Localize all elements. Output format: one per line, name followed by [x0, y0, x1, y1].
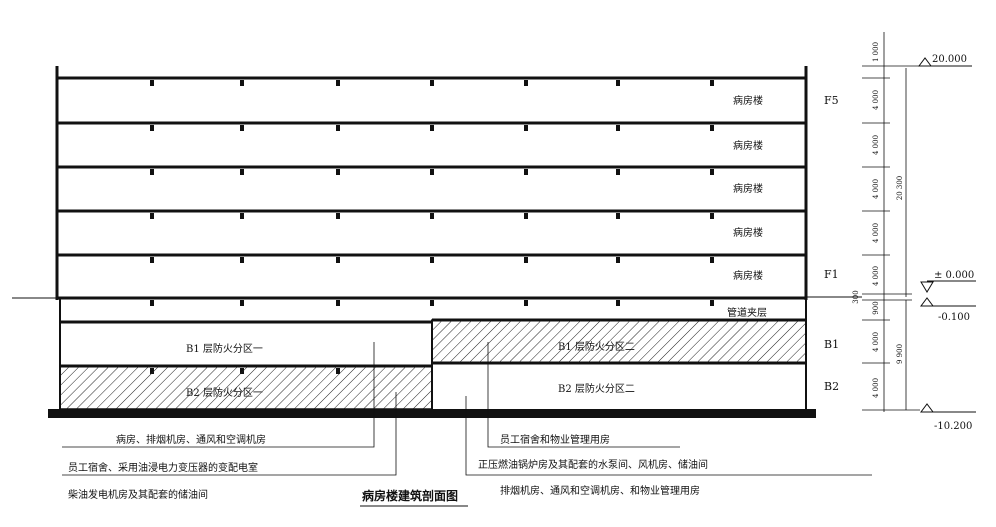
floor-tag-f1: F1	[824, 268, 839, 281]
ward-label-f5: 病房楼	[733, 94, 763, 107]
beam-tick-5	[616, 80, 620, 86]
foundation-slab	[48, 409, 816, 418]
floor-tag-b1: B1	[824, 338, 839, 351]
annotation-a2: 员工宿舍、采用油浸电力变压器的变配电室	[68, 461, 258, 474]
beam-tick-16	[336, 169, 340, 175]
elev-marker-pipe	[920, 297, 934, 307]
beam-tick-21	[150, 213, 154, 219]
beam-tick-25	[524, 213, 528, 219]
elev-pipe: -0.100	[938, 312, 970, 323]
beam-tick-14	[150, 169, 154, 175]
beam-tick-19	[616, 169, 620, 175]
floor-tag-b2: B2	[824, 380, 839, 393]
ward-label-f1: 病房楼	[733, 269, 763, 282]
dim-4000-f3: 4 000	[872, 179, 880, 199]
beam-tick-23	[336, 213, 340, 219]
b1-zone1-label: B1 层防火分区一	[186, 342, 263, 355]
beam-tick-27	[710, 213, 714, 219]
beam-tick-15	[240, 169, 244, 175]
dim-300: 300	[852, 290, 860, 303]
beam-tick-35	[150, 300, 154, 306]
beam-tick-38	[430, 300, 434, 306]
beam-tick-32	[524, 257, 528, 263]
b1-zone2-label: B1 层防火分区二	[558, 340, 635, 353]
leader-lines	[62, 342, 872, 476]
beam-tick-13	[710, 125, 714, 131]
beam-tick-7	[150, 125, 154, 131]
beam-tick-36	[240, 300, 244, 306]
dim-4000-f1: 4 000	[872, 266, 880, 286]
beam-tick-4	[524, 80, 528, 86]
dim-900: 900	[872, 301, 880, 314]
b1-zone2-hatch	[431, 319, 807, 364]
beam-tick-29	[240, 257, 244, 263]
leader-a4	[487, 342, 680, 448]
beam-tick-30	[336, 257, 340, 263]
leader-a1	[62, 342, 375, 448]
floor-tag-f5: F5	[824, 94, 839, 107]
beam-tick-3	[430, 80, 434, 86]
beam-tick-20	[710, 169, 714, 175]
elev-ground: ± 0.000	[934, 270, 974, 281]
drawing-title: 病房楼建筑剖面图	[362, 488, 458, 503]
dimension-chain	[862, 32, 920, 412]
annotation-a3: 柴油发电机房及其配套的储油间	[68, 488, 208, 501]
b2-zone2-label: B2 层防火分区二	[558, 382, 635, 395]
b2-zone1-label: B2 层防火分区一	[186, 386, 263, 399]
ward-label-f3: 病房楼	[733, 182, 763, 195]
elev-marker-top	[918, 57, 932, 67]
beam-tick-11	[524, 125, 528, 131]
beam-tick-34	[710, 257, 714, 263]
elev-marker-bottom	[920, 403, 934, 413]
elev-top: 20.000	[932, 54, 967, 65]
beam-tick-40	[616, 300, 620, 306]
beam-tick-10	[430, 125, 434, 131]
beam-tick-2	[336, 80, 340, 86]
dim-4000-f4: 4 000	[872, 135, 880, 155]
annotation-a4: 员工宿舍和物业管理用房	[500, 433, 610, 446]
dim-4000-f5: 4 000	[872, 90, 880, 110]
dim-9900: 9 900	[896, 344, 904, 364]
annotation-a6: 排烟机房、通风和空调机房、和物业管理用房	[500, 484, 700, 497]
elev-marker-ground	[920, 281, 934, 293]
beam-tick-41	[710, 300, 714, 306]
elevation-markers	[918, 57, 976, 413]
beam-tick-22	[240, 213, 244, 219]
dim-1000: 1 000	[872, 42, 880, 62]
beam-tick-28	[150, 257, 154, 263]
beam-tick-17	[430, 169, 434, 175]
annotation-a1: 病房、排烟机房、通风和空调机房	[116, 433, 266, 446]
ward-label-f2: 病房楼	[733, 226, 763, 239]
dim-4000-b1: 4 000	[872, 332, 880, 352]
pipe-layer-label: 管道夹层	[727, 306, 767, 319]
beam-tick-8	[240, 125, 244, 131]
beam-tick-1	[240, 80, 244, 86]
beam-tick-24	[430, 213, 434, 219]
beam-tick-6	[710, 80, 714, 86]
dim-20300: 20 300	[896, 176, 904, 201]
beam-tick-12	[616, 125, 620, 131]
beam-tick-18	[524, 169, 528, 175]
elev-bottom: -10.200	[934, 421, 972, 432]
beam-tick-9	[336, 125, 340, 131]
leader-a2	[62, 392, 397, 476]
leader-a5	[465, 396, 872, 476]
beam-tick-26	[616, 213, 620, 219]
ward-label-f4: 病房楼	[733, 139, 763, 152]
dim-4000-f2: 4 000	[872, 223, 880, 243]
beam-tick-33	[616, 257, 620, 263]
beam-tick-31	[430, 257, 434, 263]
beam-tick-37	[336, 300, 340, 306]
beam-tick-39	[524, 300, 528, 306]
dim-4000-b2: 4 000	[872, 378, 880, 398]
annotation-a5: 正压燃油锅炉房及其配套的水泵间、风机房、储油间	[478, 458, 708, 471]
beam-tick-0	[150, 80, 154, 86]
